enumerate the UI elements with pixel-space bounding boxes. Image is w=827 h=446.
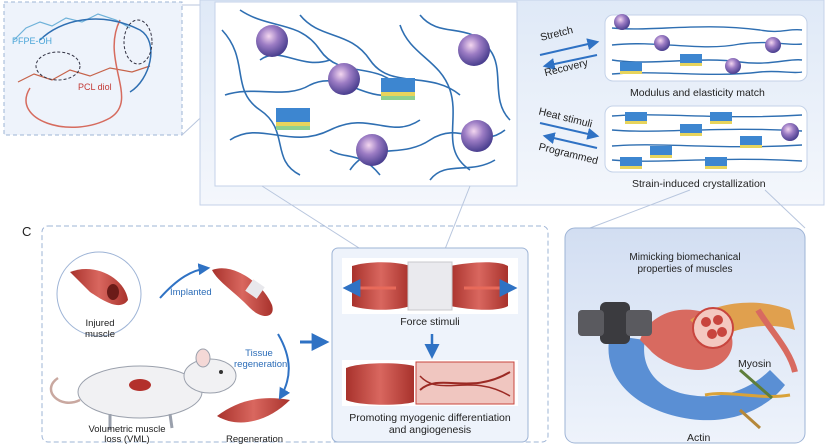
stretched-box [604, 14, 808, 82]
crystallized-crystallites [620, 112, 762, 169]
injured-muscle-label: Injured muscle [80, 318, 120, 340]
injured-line2: muscle [84, 329, 116, 340]
modulus-caption: Modulus and elasticity match [630, 87, 765, 99]
recovery-arrow [542, 54, 598, 70]
mimic-title-line2: properties of muscles [637, 264, 733, 275]
tissue-regeneration-label: Tissue regeneration [234, 348, 288, 370]
pcl-chain [17, 65, 151, 83]
network-spheres [256, 25, 493, 166]
stretch-arrow [539, 38, 600, 56]
promoting-line1: Promoting myogenic differentiation [349, 412, 511, 424]
myosin-label: Myosin [738, 358, 772, 370]
panel-c-letter: C [22, 224, 32, 239]
regenerated-muscle [217, 398, 290, 423]
promoting-label: Promoting myogenic differentiation and a… [332, 412, 528, 436]
strain-connector-right [764, 189, 806, 229]
pfpe-loop [39, 18, 152, 93]
tissue-line1: Tissue [245, 348, 273, 359]
strain-connector-left [589, 189, 691, 229]
heat-arrow [539, 122, 600, 140]
pfpe-chain [13, 13, 131, 41]
implanted-patch [245, 279, 265, 299]
implanted-label: Implanted [170, 287, 212, 298]
force-stimuli-label: Force stimuli [400, 316, 460, 328]
actin-label: Actin [687, 432, 711, 444]
vml-label: Volumetric muscle loss (VML) [72, 425, 182, 445]
regeneration-label: Regeneration [226, 434, 284, 445]
mimic-title-line1: Mimicking biomechanical [629, 252, 741, 263]
implanted-muscle [212, 268, 273, 316]
vml-line1: Volumetric muscle [88, 424, 166, 435]
injured-line1: Injured [85, 318, 115, 329]
rat-illustration [49, 348, 237, 430]
arm-illustration [578, 302, 798, 430]
programmed-arrow [542, 132, 598, 149]
pfpe-label: PFPE-OH [12, 36, 53, 46]
pcl-loop [25, 19, 123, 129]
promoting-line2: and angiogenesis [388, 424, 472, 436]
tissue-line2: regeneration [234, 359, 288, 370]
injury-site [107, 284, 119, 300]
pfpe-dashed-ellipse [123, 19, 153, 65]
strain-caption: Strain-induced crystallization [632, 178, 766, 190]
implanted-arrow [159, 263, 211, 299]
network-crystallites [276, 78, 415, 130]
pcl-dashed-ellipse [35, 51, 81, 81]
pcl-label: PCL diol [78, 82, 112, 92]
tissue-regeneration-arrow [277, 333, 291, 401]
polymer-inset [3, 1, 183, 136]
vml-line2: loss (VML) [104, 434, 150, 445]
mimic-title: Mimicking biomechanical properties of mu… [605, 252, 765, 276]
vml-panel [41, 225, 549, 443]
